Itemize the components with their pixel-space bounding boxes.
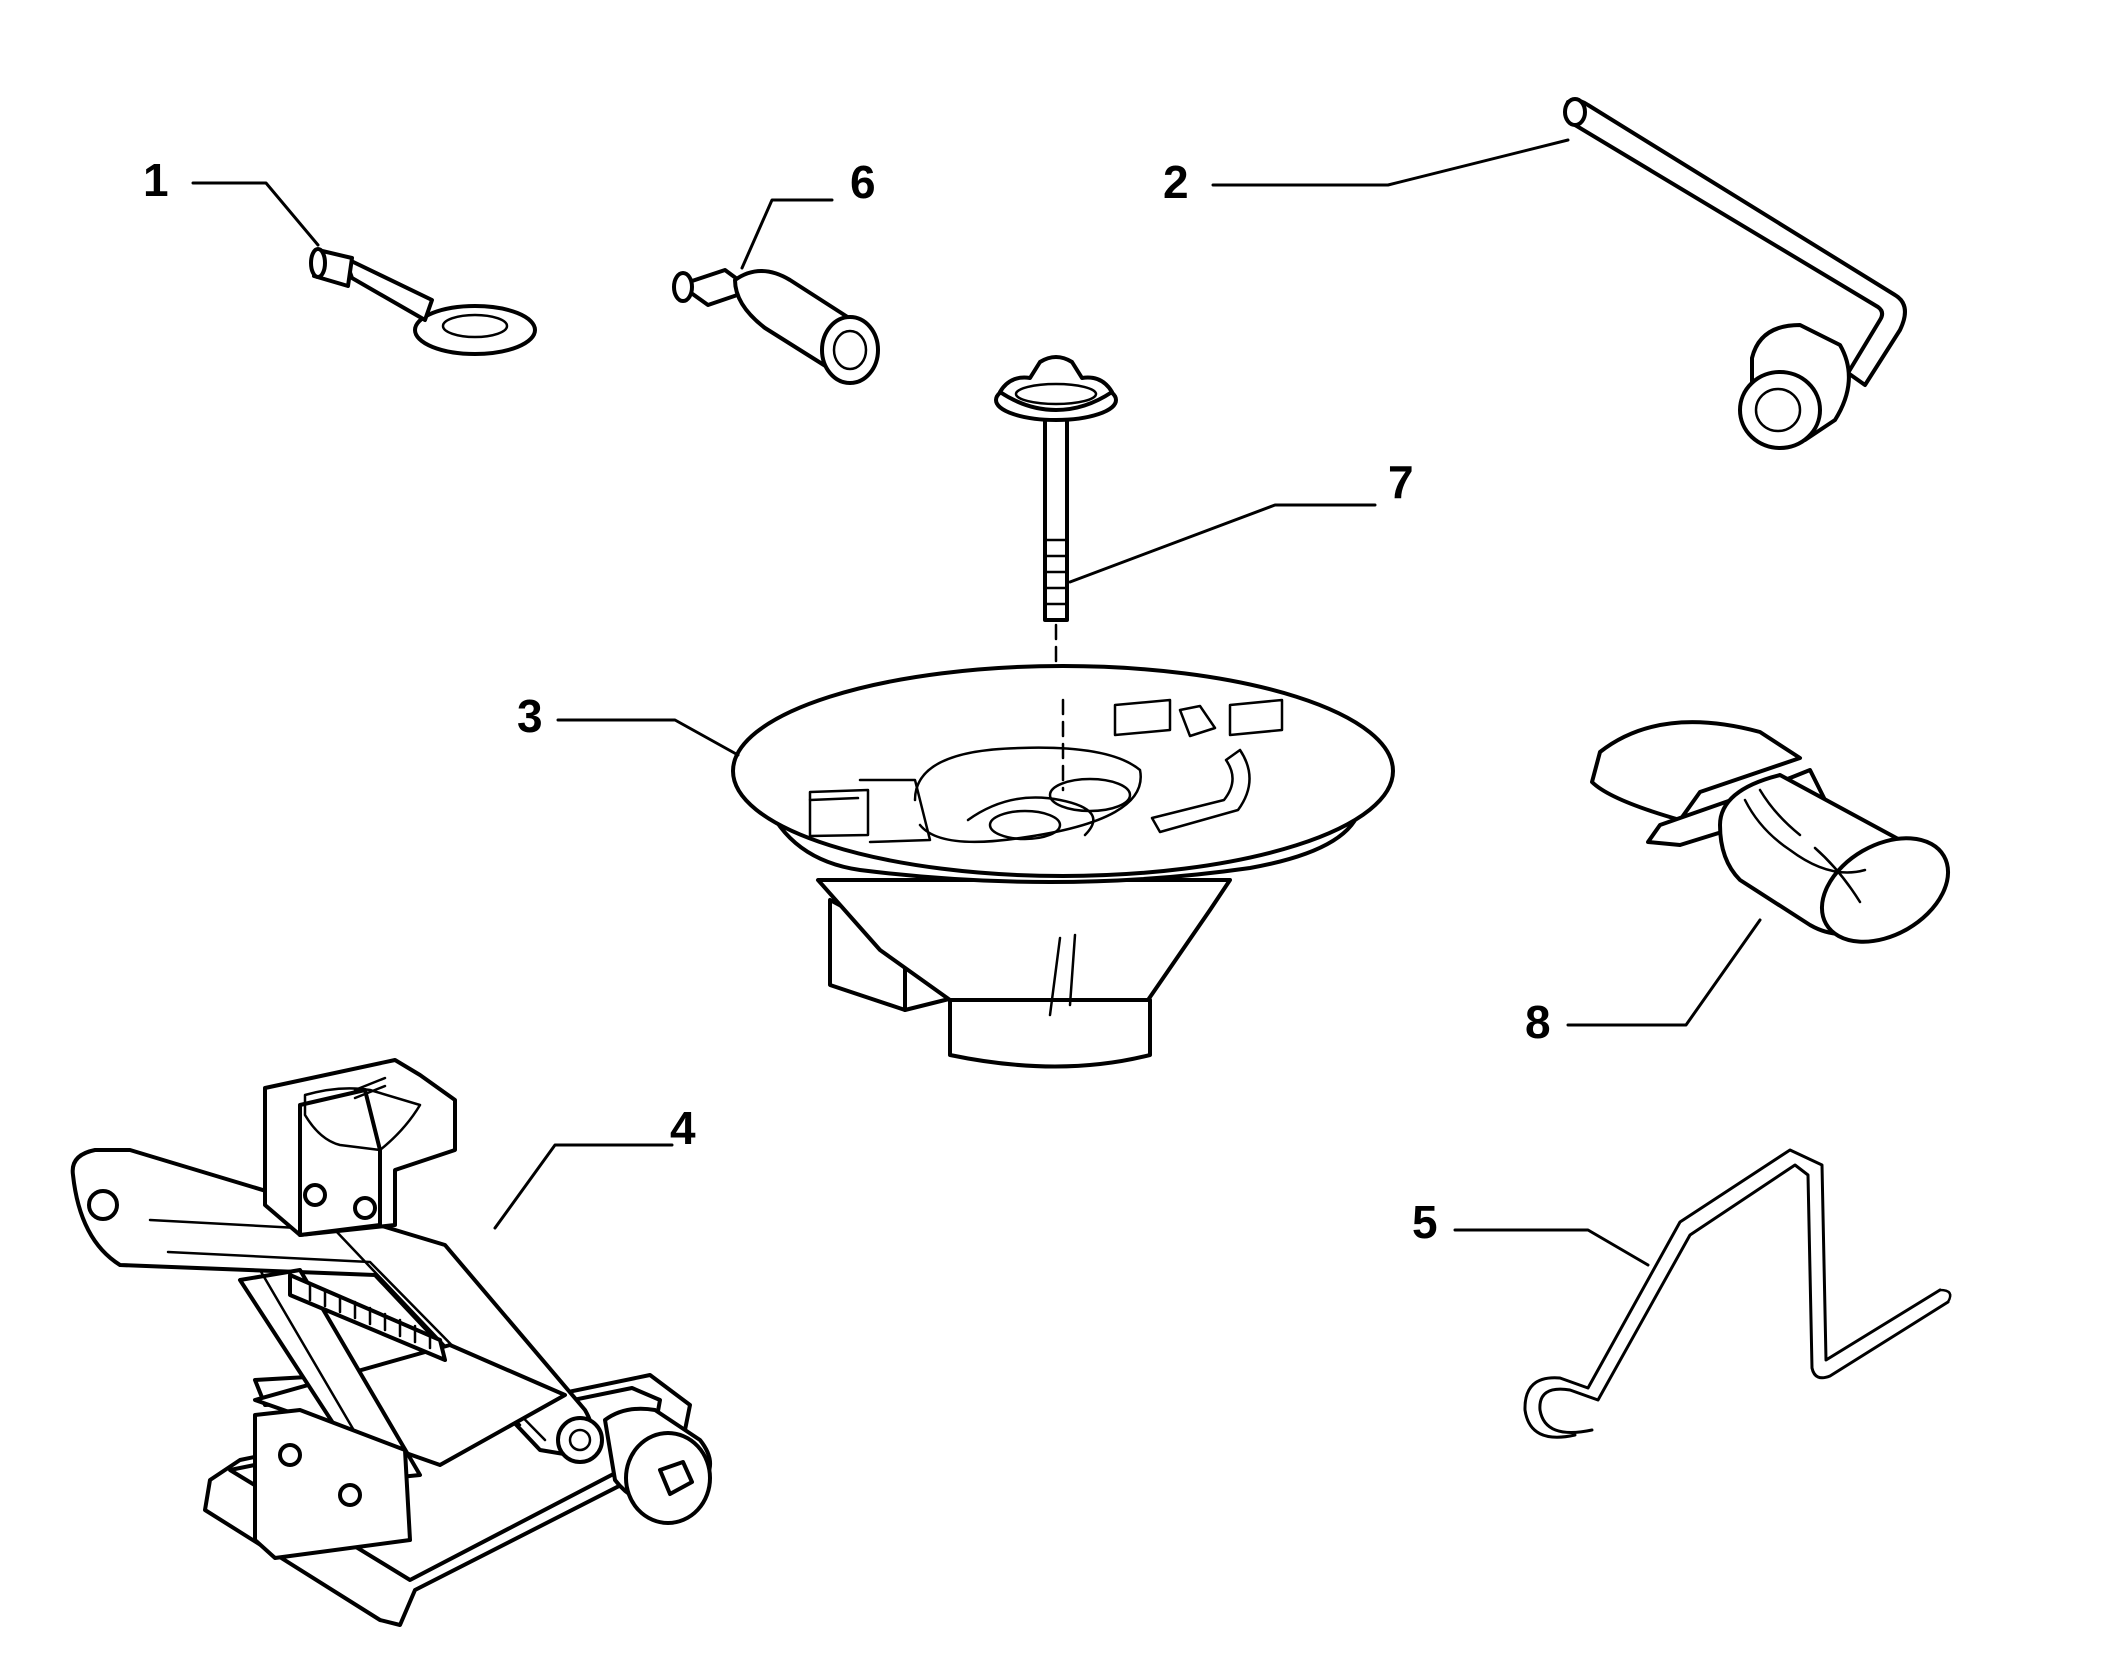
part-3-spare-wheel-holder xyxy=(731,664,1395,1069)
callout-6: 6 xyxy=(850,156,876,208)
part-7-bolt xyxy=(994,355,1118,792)
callout-1: 1 xyxy=(143,154,169,206)
leader-lines xyxy=(191,138,1762,1267)
part-6-socket-adapter xyxy=(672,268,880,385)
leader-5 xyxy=(1453,1228,1650,1267)
leader-6 xyxy=(740,198,834,270)
part-5-hook xyxy=(1523,1148,1952,1439)
part-4-scissor-jack xyxy=(70,1058,712,1627)
part-1-towing-eye xyxy=(309,247,537,356)
callout-5: 5 xyxy=(1412,1196,1438,1248)
callout-8: 8 xyxy=(1525,996,1551,1048)
callout-4: 4 xyxy=(670,1102,696,1154)
leader-2 xyxy=(1211,138,1570,187)
leader-7 xyxy=(1068,503,1377,584)
leader-1 xyxy=(191,181,320,247)
callout-3: 3 xyxy=(517,690,543,742)
leader-4 xyxy=(493,1143,674,1230)
part-8-tool-bag xyxy=(1590,720,1951,944)
leader-8 xyxy=(1566,918,1762,1027)
leader-3 xyxy=(556,718,740,757)
callout-numbers: 1 2 3 4 5 6 7 8 xyxy=(143,154,1551,1248)
callout-7: 7 xyxy=(1388,456,1414,508)
part-2-wheel-brace xyxy=(1563,97,1907,450)
callout-2: 2 xyxy=(1163,156,1189,208)
